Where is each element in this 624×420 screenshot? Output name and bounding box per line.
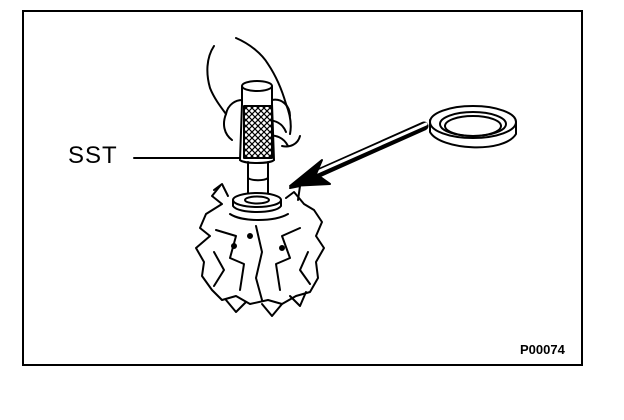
special-service-tool-icon [239,80,275,197]
installed-cover-illustration [232,192,282,213]
sst-callout-label: SST [68,142,118,169]
figure-frame [22,10,583,366]
figure-code: P00074 [520,342,565,357]
bearing-cover-icon [429,105,517,149]
rotor-illustration [195,183,325,317]
direction-arrow [289,121,429,187]
